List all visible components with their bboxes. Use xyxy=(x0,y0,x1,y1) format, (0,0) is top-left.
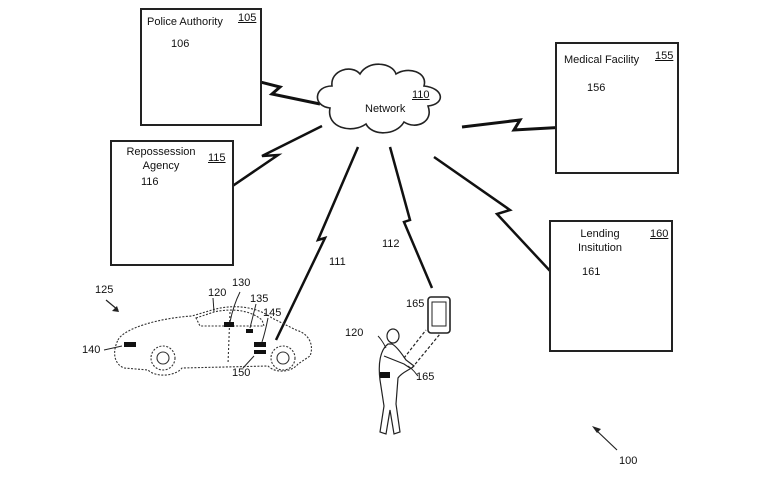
network-label: Network xyxy=(365,103,406,115)
vehicle-part-150 xyxy=(254,350,266,354)
repo-server-ref: 116 xyxy=(141,176,159,188)
repossession-agency-box: Repossession Agency 115 116 xyxy=(110,140,234,266)
link-lending xyxy=(433,155,580,303)
lending-ref: 160 xyxy=(650,228,669,240)
network-cloud xyxy=(316,63,442,134)
police-authority-box: Police Authority 105 106 xyxy=(140,8,262,126)
vehicle-icon xyxy=(114,306,313,376)
vehicle-part-145 xyxy=(254,342,266,347)
device-ref-hand: 165 xyxy=(416,371,435,383)
repo-title-line1: Repossession xyxy=(126,146,196,158)
link-repo xyxy=(211,124,323,202)
vehicle-part-135 xyxy=(246,329,253,333)
repo-title-line2: Agency xyxy=(142,160,180,172)
device-link-ref: 112 xyxy=(382,238,400,250)
person-icon xyxy=(378,328,441,435)
vehicle-part-150-ref: 150 xyxy=(232,367,251,379)
device-ref-top: 165 xyxy=(406,298,425,310)
link-device xyxy=(388,146,434,289)
medical-facility-box: Medical Facility 155 156 xyxy=(555,42,679,174)
medical-server-ref: 156 xyxy=(587,82,606,94)
network-ref: 110 xyxy=(412,89,430,101)
lending-server-ref: 161 xyxy=(582,266,601,278)
link-medical xyxy=(461,118,586,132)
repo-ref: 115 xyxy=(208,152,226,164)
vehicle-owner-ref: 120 xyxy=(208,287,227,299)
vehicle-part-135-ref: 135 xyxy=(250,293,269,305)
medical-facility-title: Medical Facility xyxy=(564,54,640,66)
vehicle-link-ref: 111 xyxy=(329,256,346,268)
vehicle-part-140 xyxy=(124,342,136,347)
vehicle-ref: 125 xyxy=(95,284,114,296)
user-ref: 120 xyxy=(345,327,364,339)
medical-facility-ref: 155 xyxy=(655,50,674,62)
vehicle-part-130-ref: 130 xyxy=(232,277,251,289)
police-authority-ref: 105 xyxy=(238,12,257,24)
lending-title-line1: Lending xyxy=(580,228,620,240)
vehicle-part-145-ref: 145 xyxy=(263,307,282,319)
lending-title-line2: Insitution xyxy=(577,242,623,254)
figure-ref: 100 xyxy=(619,455,638,467)
police-server-ref: 106 xyxy=(171,38,190,50)
vehicle-part-140-ref: 140 xyxy=(82,344,101,356)
link-vehicle xyxy=(274,146,360,341)
mobile-device-icon xyxy=(427,296,451,334)
police-authority-title: Police Authority xyxy=(147,16,223,28)
vehicle-part-130 xyxy=(224,322,234,327)
lending-institution-box: Lending Insitution 160 161 xyxy=(549,220,673,352)
